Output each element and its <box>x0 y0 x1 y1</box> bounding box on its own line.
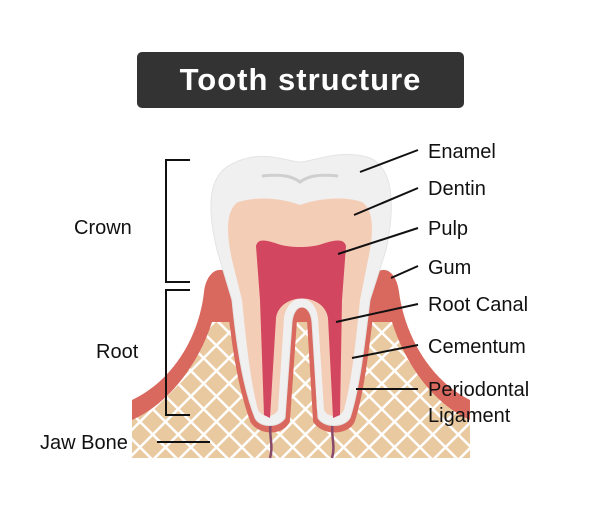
label-crown: Crown <box>74 217 132 239</box>
diagram-title: Tooth structure <box>137 52 464 108</box>
label-dentin: Dentin <box>428 178 486 200</box>
label-gum: Gum <box>428 257 471 279</box>
label-pulp: Pulp <box>428 218 468 240</box>
label-root: Root <box>96 341 139 363</box>
leader-lines <box>157 149 419 443</box>
cementum-inner <box>281 303 321 411</box>
pulp <box>256 240 346 418</box>
label-ligament: Ligament <box>428 405 511 427</box>
label-root-canal: Root Canal <box>428 294 528 316</box>
enamel-groove <box>261 173 339 184</box>
root-bracket <box>165 289 190 416</box>
crown-bracket <box>165 159 190 283</box>
jaw-bone <box>132 322 470 458</box>
label-jaw-bone: Jaw Bone <box>40 432 128 454</box>
label-enamel: Enamel <box>428 141 496 163</box>
label-cementum: Cementum <box>428 336 526 358</box>
label-periodontal: Periodontal <box>428 379 529 401</box>
